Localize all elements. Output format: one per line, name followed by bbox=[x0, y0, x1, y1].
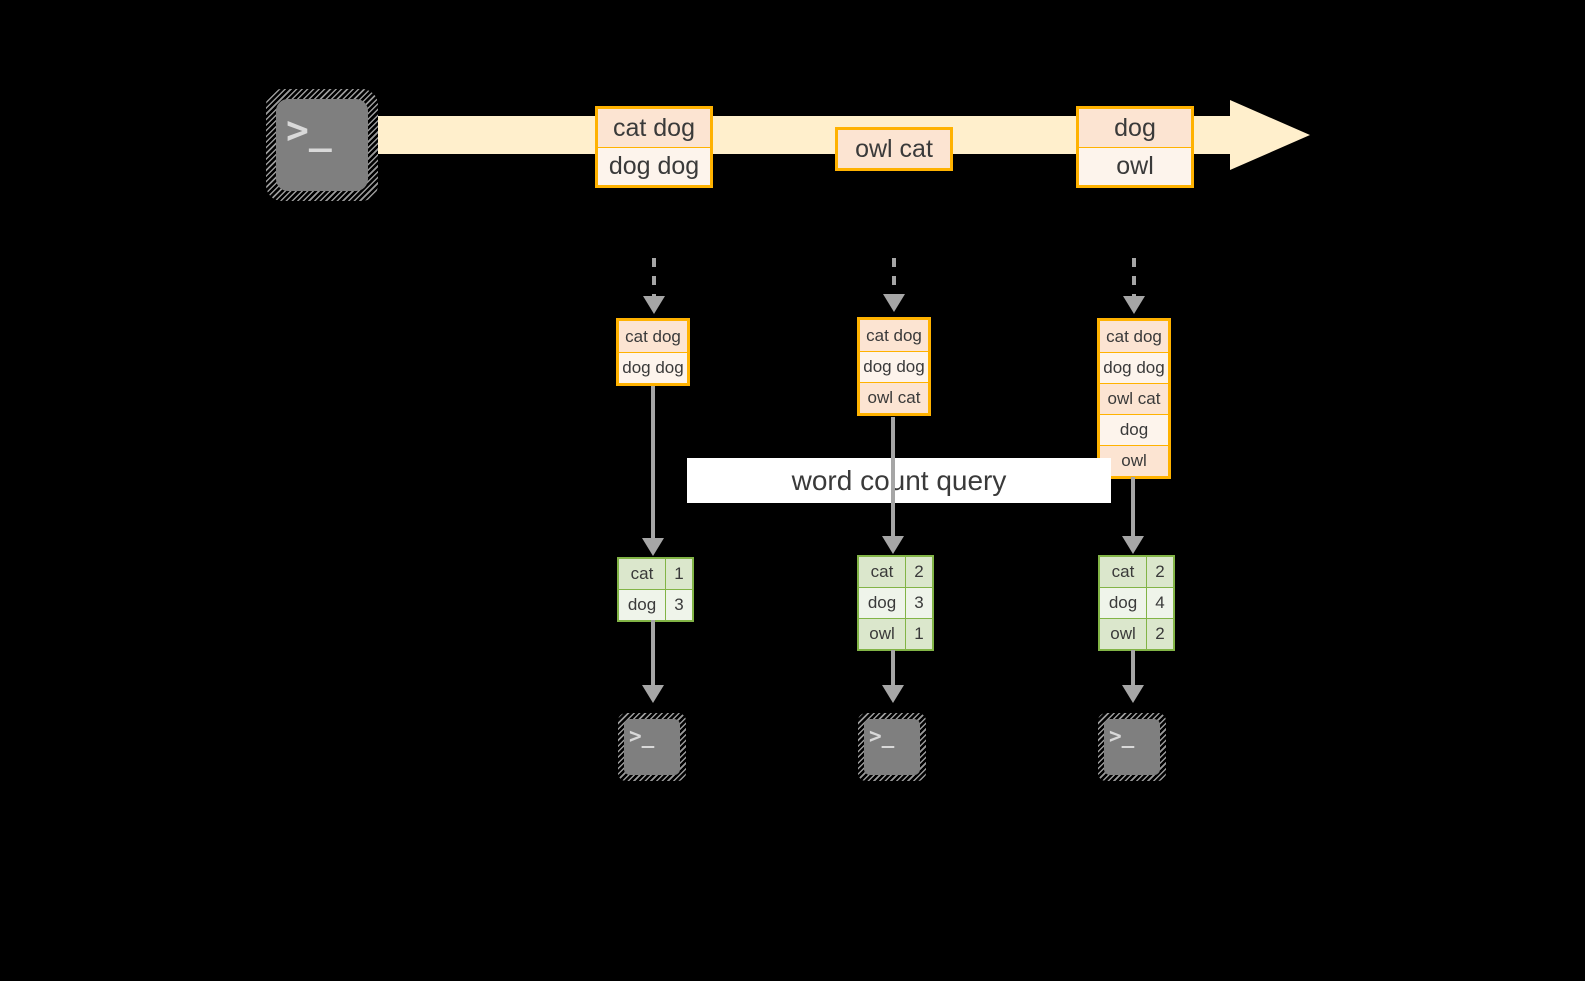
stream-tap-arrowhead-1 bbox=[643, 296, 665, 314]
result-word: cat bbox=[1100, 557, 1146, 587]
table-row: owl 2 bbox=[1100, 618, 1173, 649]
sink-terminal-icon-3: >_ bbox=[1098, 713, 1166, 781]
result-table-3[interactable]: cat 2 dog 4 owl 2 bbox=[1098, 555, 1175, 651]
accumulated-line: dog dog bbox=[860, 351, 928, 382]
sink-arrowhead-1 bbox=[642, 685, 664, 703]
terminal-prompt-glyph: >_ bbox=[629, 724, 655, 748]
result-word: owl bbox=[1100, 619, 1146, 649]
result-count: 2 bbox=[1146, 619, 1173, 649]
accumulated-line: cat dog bbox=[619, 321, 687, 352]
result-table-1[interactable]: cat 1 dog 3 bbox=[617, 557, 694, 622]
accumulated-events-2[interactable]: cat dog dog dog owl cat bbox=[857, 317, 931, 416]
event-line: dog dog bbox=[598, 147, 710, 185]
result-word: dog bbox=[619, 590, 665, 620]
sink-arrowhead-3 bbox=[1122, 685, 1144, 703]
event-line: cat dog bbox=[598, 109, 710, 147]
event-line: owl cat bbox=[838, 130, 950, 168]
accumulated-line: dog dog bbox=[1100, 352, 1168, 383]
terminal-prompt-glyph: >_ bbox=[869, 724, 895, 748]
terminal-prompt-glyph: >_ bbox=[286, 108, 332, 152]
query-connector-1 bbox=[651, 386, 655, 541]
table-row: cat 1 bbox=[619, 559, 692, 589]
result-word: cat bbox=[619, 559, 665, 589]
accumulated-events-1[interactable]: cat dog dog dog bbox=[616, 318, 690, 386]
stream-tap-connector-1 bbox=[652, 258, 656, 300]
stream-tap-connector-2 bbox=[892, 258, 896, 298]
table-row: dog 3 bbox=[619, 589, 692, 620]
terminal-prompt-glyph: >_ bbox=[1109, 724, 1135, 748]
result-count: 4 bbox=[1146, 588, 1173, 618]
query-arrowhead-1 bbox=[642, 538, 664, 556]
sink-connector-1 bbox=[651, 620, 655, 688]
query-connector-3 bbox=[1131, 477, 1135, 541]
table-row: dog 4 bbox=[1100, 587, 1173, 618]
result-table-2[interactable]: cat 2 dog 3 owl 1 bbox=[857, 555, 934, 651]
query-arrowhead-2 bbox=[882, 536, 904, 554]
accumulated-line: cat dog bbox=[1100, 321, 1168, 352]
event-line: owl bbox=[1079, 147, 1191, 185]
event-line: dog bbox=[1079, 109, 1191, 147]
terminal-face bbox=[624, 719, 680, 775]
result-word: owl bbox=[859, 619, 905, 649]
stream-event-1[interactable]: cat dog dog dog bbox=[595, 106, 713, 188]
terminal-face bbox=[1104, 719, 1160, 775]
terminal-face bbox=[864, 719, 920, 775]
accumulated-line: owl bbox=[1100, 445, 1168, 476]
query-connector-2-overlay bbox=[891, 458, 895, 503]
stream-tap-connector-3 bbox=[1132, 258, 1136, 300]
stream-tap-arrowhead-3 bbox=[1123, 296, 1145, 314]
accumulated-line: dog dog bbox=[619, 352, 687, 383]
stream-tap-arrowhead-2 bbox=[883, 294, 905, 312]
result-count: 1 bbox=[665, 559, 692, 589]
table-row: cat 2 bbox=[1100, 557, 1173, 587]
sink-connector-2 bbox=[891, 650, 895, 688]
accumulated-events-3[interactable]: cat dog dog dog owl cat dog owl bbox=[1097, 318, 1171, 479]
result-word: dog bbox=[859, 588, 905, 618]
result-word: cat bbox=[859, 557, 905, 587]
table-row: owl 1 bbox=[859, 618, 932, 649]
sink-connector-3 bbox=[1131, 650, 1135, 688]
table-row: cat 2 bbox=[859, 557, 932, 587]
result-count: 2 bbox=[1146, 557, 1173, 587]
query-label-band: word count query bbox=[687, 458, 1111, 503]
stream-event-3[interactable]: dog owl bbox=[1076, 106, 1194, 188]
accumulated-line: dog bbox=[1100, 414, 1168, 445]
result-word: dog bbox=[1100, 588, 1146, 618]
accumulated-line: owl cat bbox=[1100, 383, 1168, 414]
sink-arrowhead-2 bbox=[882, 685, 904, 703]
query-arrowhead-3 bbox=[1122, 536, 1144, 554]
accumulated-line: cat dog bbox=[860, 320, 928, 351]
sink-terminal-icon-2: >_ bbox=[858, 713, 926, 781]
result-count: 1 bbox=[905, 619, 932, 649]
query-label-text: word count query bbox=[791, 464, 1007, 496]
source-terminal-icon: >_ bbox=[266, 89, 378, 201]
accumulated-line: owl cat bbox=[860, 382, 928, 413]
stream-event-2[interactable]: owl cat bbox=[835, 127, 953, 171]
terminal-face bbox=[276, 99, 368, 191]
result-count: 2 bbox=[905, 557, 932, 587]
sink-terminal-icon-1: >_ bbox=[618, 713, 686, 781]
result-count: 3 bbox=[665, 590, 692, 620]
result-count: 3 bbox=[905, 588, 932, 618]
table-row: dog 3 bbox=[859, 587, 932, 618]
